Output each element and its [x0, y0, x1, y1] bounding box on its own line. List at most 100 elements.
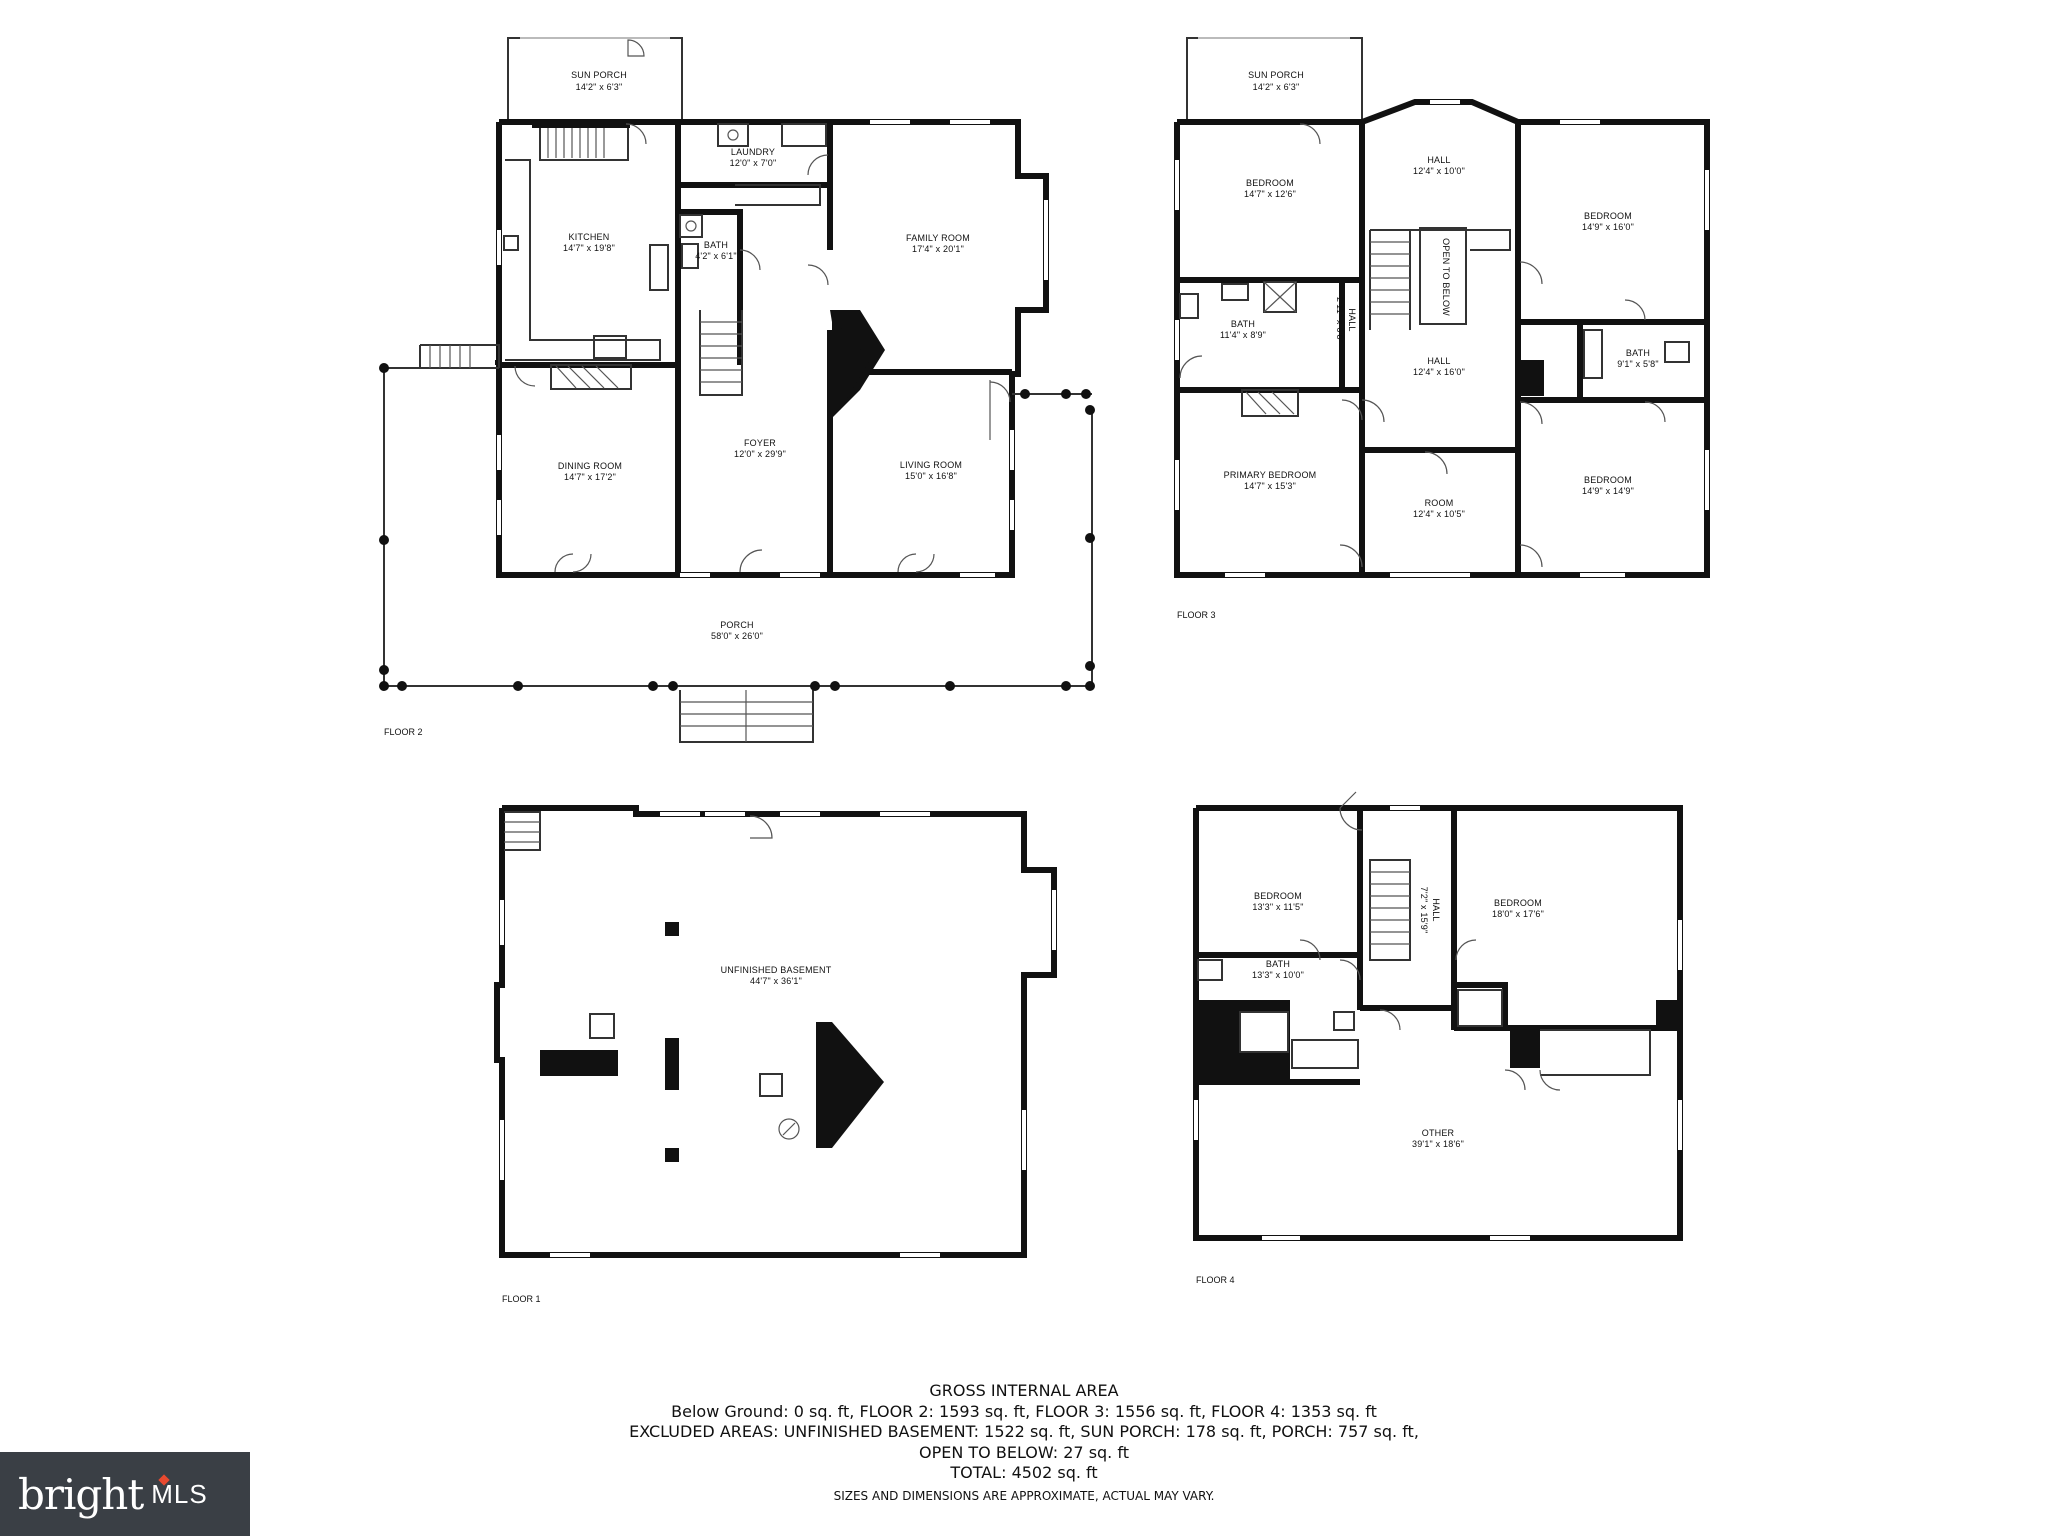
f2-laundry-dim: 12'0" x 7'0" — [730, 158, 777, 168]
door-swing-icon — [1519, 544, 1543, 568]
door-swing-icon — [749, 815, 773, 839]
f2-foyer-dim: 12'0" x 29'9" — [734, 449, 786, 459]
logo-brand-text: bright — [18, 1469, 144, 1519]
door-swing-icon — [514, 365, 536, 387]
f4-hall-name: HALL — [1431, 898, 1441, 921]
kitchen-counter — [505, 159, 661, 361]
water-heater-icon — [778, 1118, 800, 1140]
floor-1-label: FLOOR 1 — [502, 1294, 541, 1304]
door-swing-icon — [1339, 544, 1363, 568]
kitchen-island — [649, 244, 669, 291]
toilet-icon — [1179, 293, 1199, 319]
door-swing-icon — [1179, 355, 1203, 379]
summary-line-2: EXCLUDED AREAS: UNFINISHED BASEMENT: 152… — [629, 1422, 1419, 1441]
f3-room-name: ROOM — [1425, 498, 1454, 508]
f3-primary-bedroom-name: PRIMARY BEDROOM — [1224, 470, 1317, 480]
f2-outer-wall — [496, 119, 1049, 578]
f4-shelf — [1540, 1029, 1651, 1076]
f3-hall-small-dim: 2'11" x 6'8" — [1335, 297, 1345, 343]
f3-sun-porch-name: SUN PORCH — [1248, 70, 1304, 80]
door-swing-icon — [1455, 939, 1477, 961]
f2-sun-porch-name: SUN PORCH — [571, 70, 627, 80]
f2-dining-room-name: DINING ROOM — [558, 461, 622, 471]
f1-basement-name: UNFINISHED BASEMENT — [721, 965, 832, 975]
stairs-icon — [547, 126, 605, 158]
floor-3-plan — [1174, 36, 1710, 578]
f3-bedroom-se-name: BEDROOM — [1584, 475, 1632, 485]
stove-icon — [593, 335, 627, 359]
side-steps — [384, 344, 500, 369]
f3-bedroom-ne-name: BEDROOM — [1584, 211, 1632, 221]
door-swing-icon — [1299, 123, 1321, 145]
f3-stairs — [1369, 229, 1411, 330]
area-summary: GROSS INTERNAL AREA Below Ground: 0 sq. … — [524, 1381, 1524, 1504]
f3-bedroom-se-dim: 14'9" x 14'9" — [1582, 486, 1634, 496]
double-door-icon — [1504, 1069, 1561, 1091]
f4-bedroom-e-dim: 18'0" x 17'6" — [1492, 909, 1544, 919]
f1-column — [665, 1148, 679, 1162]
door-swing-icon — [807, 154, 829, 176]
fireplace-hearth — [1241, 389, 1299, 417]
f1-column — [665, 1038, 679, 1090]
floor-2-plan — [379, 36, 1095, 743]
double-door-icon — [554, 553, 592, 573]
f2-bath-dim: 4'2" x 6'1" — [695, 251, 737, 261]
f3-room-dim: 12'4" x 10'5" — [1413, 509, 1465, 519]
door-swing-icon — [989, 381, 1011, 403]
f3-bath-e-dim: 9'1" x 5'8" — [1617, 359, 1659, 369]
f3-bath-w-name: BATH — [1231, 319, 1255, 329]
f1-stairs — [504, 811, 541, 851]
door-swing-icon — [807, 264, 829, 286]
door-swing-icon — [625, 123, 647, 145]
f3-primary-bedroom-dim: 14'7" x 15'3" — [1244, 481, 1296, 491]
f3-stair-landing — [1410, 229, 1511, 251]
f2-foyer-name: FOYER — [744, 438, 776, 448]
f1-equipment-box — [589, 1013, 615, 1039]
floor-3-label: FLOOR 3 — [1177, 610, 1216, 620]
f2-sun-porch-dim: 14'2" x 6'3" — [576, 82, 623, 92]
front-door-icon — [739, 549, 763, 573]
sink-icon — [679, 214, 703, 238]
f4-bedroom-e-name: BEDROOM — [1494, 898, 1542, 908]
f4-hall-dim: 7'2" x 15'9" — [1419, 887, 1429, 934]
door-swing-icon — [739, 249, 761, 271]
f3-sun-porch-dim: 14'2" x 6'3" — [1253, 82, 1300, 92]
door-swing-icon — [1361, 399, 1385, 423]
door-swing-icon — [1341, 399, 1363, 421]
f4-bedroom-w-name: BEDROOM — [1254, 891, 1302, 901]
f4-other-name: OTHER — [1422, 1128, 1455, 1138]
f2-porch-name: PORCH — [720, 620, 754, 630]
f2-dining-room-dim: 14'7" x 17'2" — [564, 472, 616, 482]
sink-icon — [1221, 283, 1249, 301]
shower-icon — [1263, 281, 1297, 313]
door-swing-icon — [1519, 261, 1543, 285]
bright-mls-logo: bright MLS — [0, 1452, 250, 1536]
f1-outer-wall — [494, 805, 1057, 1258]
fireplace-hearth — [550, 364, 632, 390]
dryer-icon — [781, 123, 827, 147]
f2-family-room-dim: 17'4" x 20'1" — [912, 244, 964, 254]
door-swing-icon — [1519, 401, 1543, 425]
double-door-icon — [897, 553, 935, 573]
f1-equipment-box — [759, 1073, 783, 1097]
door-swing-icon — [1644, 401, 1666, 423]
f3-bath-w-dim: 11'4" x 8'9" — [1220, 330, 1266, 340]
f4-bedroom-w-dim: 13'3" x 11'5" — [1252, 902, 1303, 912]
door-swing-icon — [627, 39, 645, 57]
door-swing-icon — [1424, 451, 1448, 475]
door-swing-icon — [1624, 299, 1646, 321]
f3-open-to-below-area — [1419, 227, 1467, 325]
f3-bedroom-ne-dim: 14'9" x 16'0" — [1582, 222, 1634, 232]
porch-posts — [379, 363, 1095, 691]
f2-porch-dim: 58'0" x 26'0" — [711, 631, 763, 641]
floor-4-plan — [1193, 791, 1683, 1241]
summary-line-3: OPEN TO BELOW: 27 sq. ft — [919, 1442, 1129, 1462]
f3-bedroom-nw-dim: 14'7" x 12'6" — [1244, 189, 1296, 199]
f1-basement-dim: 44'7" x 36'1" — [750, 976, 802, 986]
bathtub-icon — [1291, 1039, 1359, 1069]
f2-living-room-name: LIVING ROOM — [900, 460, 962, 470]
door-swing-icon — [1379, 1009, 1401, 1031]
f3-bedroom-nw-name: BEDROOM — [1246, 178, 1294, 188]
f2-kitchen-dim: 14'7" x 19'8" — [563, 243, 615, 253]
